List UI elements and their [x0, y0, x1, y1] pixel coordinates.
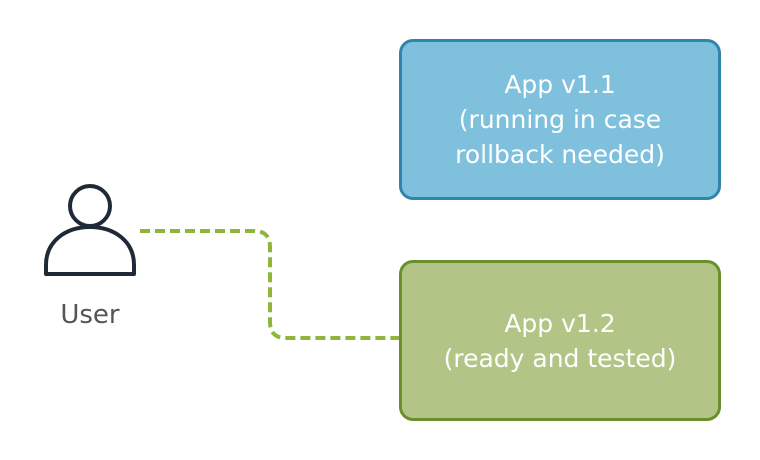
user-body-shape — [44, 225, 136, 276]
dashed-connector-line — [140, 229, 399, 340]
app-v11-title: App v1.1 — [504, 70, 616, 99]
app-v11-note-line1: (running in case — [458, 105, 662, 134]
user-head-shape — [68, 184, 112, 228]
app-v12-title: App v1.2 — [504, 308, 616, 338]
app-v12-box: App v1.2 (ready and tested) — [399, 260, 721, 421]
user-icon — [40, 183, 140, 279]
app-v11-note-line2: rollback needed) — [455, 140, 665, 169]
app-v11-box: App v1.1 (running in case rollback neede… — [399, 39, 721, 200]
app-v12-note: (ready and tested) — [443, 343, 677, 373]
user-label: User — [60, 300, 120, 330]
